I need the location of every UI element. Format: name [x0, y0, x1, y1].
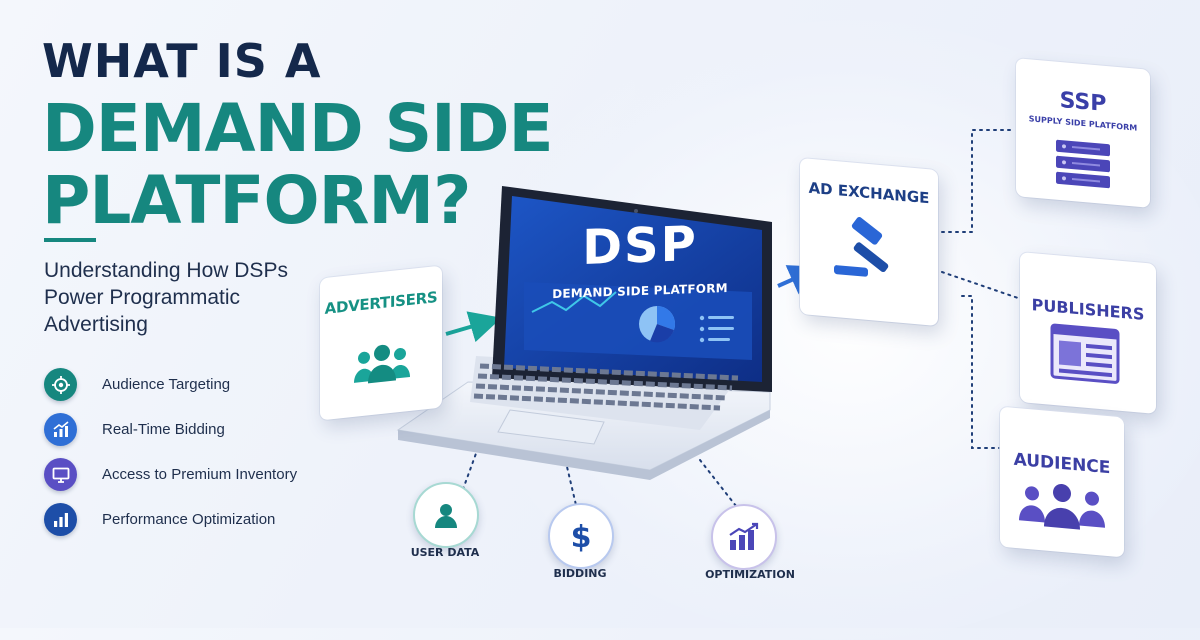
bidding-label: BIDDING — [553, 567, 607, 580]
optimization-circle — [711, 504, 777, 570]
bidding-circle: $ — [548, 503, 614, 569]
feature-label: Real-Time Bidding — [102, 421, 225, 438]
optimization-chart-icon — [729, 522, 759, 550]
audience-title: AUDIENCE — [1013, 449, 1111, 479]
feature-item: Audience Targeting — [44, 362, 297, 407]
gavel-icon — [834, 216, 889, 277]
subtitle-line-2: Power Programmatic — [44, 286, 241, 309]
ad-exchange-title: AD EXCHANGE — [808, 178, 930, 208]
subtitle: Understanding How DSPs Power Programmati… — [44, 257, 374, 338]
feature-item: Real-Time Bidding — [44, 407, 297, 452]
headline-line-3: PLATFORM? — [42, 162, 471, 239]
dollar-icon: $ — [571, 520, 592, 553]
monitor-icon — [44, 458, 77, 491]
people-icon — [354, 344, 410, 384]
user-icon — [435, 504, 457, 528]
laptop — [396, 186, 772, 480]
subtitle-line-3: Advertising — [44, 313, 148, 336]
keyboard-keys — [473, 363, 739, 411]
webpage-icon — [1050, 323, 1120, 384]
screen-list — [699, 315, 734, 343]
target-icon — [44, 368, 77, 401]
ssp-card: SSP SUPPLY SIDE PLATFORM — [1016, 58, 1150, 208]
screen-title: DSP — [582, 215, 698, 277]
feature-label: Performance Optimization — [102, 511, 276, 528]
touchpad — [497, 409, 605, 445]
publishers-card: PUBLISHERS — [1020, 252, 1156, 414]
screen-line-chart — [531, 291, 617, 313]
ad-exchange-card: AD EXCHANGE — [800, 157, 938, 327]
user-data-circle — [413, 482, 479, 548]
feature-item: Access to Premium Inventory — [44, 452, 297, 497]
bar-chart-icon — [44, 503, 77, 536]
advertisers-card: ADVERTISERS — [320, 265, 442, 421]
optimization-label: OPTIMIZATION — [705, 568, 795, 581]
title-divider — [44, 238, 96, 242]
subtitle-line-1: Understanding How DSPs — [44, 259, 288, 282]
feature-list: Audience Targeting Real-Time Bidding Acc… — [44, 362, 297, 542]
headline-line-2: DEMAND SIDE — [42, 90, 554, 167]
feature-label: Audience Targeting — [102, 376, 231, 393]
advertisers-title: ADVERTISERS — [324, 288, 438, 318]
feature-label: Access to Premium Inventory — [102, 466, 298, 483]
screen-pie-chart — [639, 305, 676, 343]
server-icon — [1056, 139, 1110, 189]
svg-text:$: $ — [571, 520, 592, 553]
headline-line-1: WHAT IS A — [42, 34, 322, 88]
audience-icon — [1019, 483, 1105, 530]
rising-chart-icon — [44, 413, 77, 446]
user-data-label: USER DATA — [410, 546, 480, 559]
arrow-advertisers-to-dsp — [445, 311, 502, 343]
audience-card: AUDIENCE — [1000, 406, 1124, 558]
headline: WHAT IS A DEMAND SIDE PLATFORM? — [42, 34, 554, 239]
publishers-title: PUBLISHERS — [1031, 295, 1145, 324]
feature-item: Performance Optimization — [44, 497, 297, 542]
